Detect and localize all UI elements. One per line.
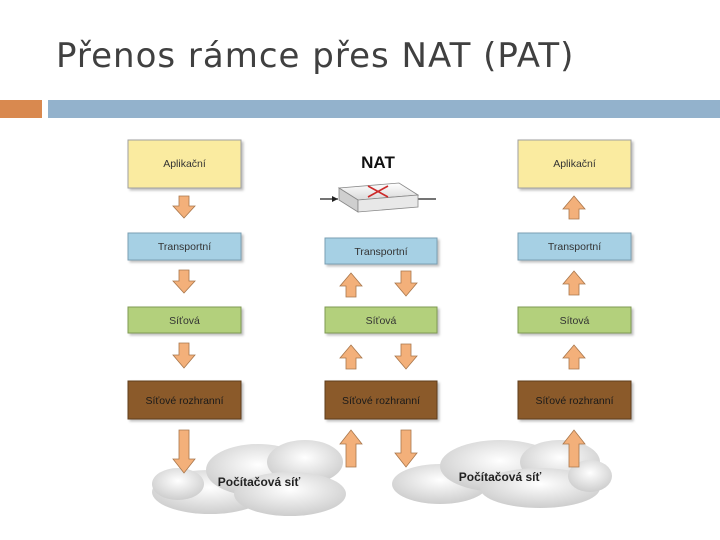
right-interface-box bbox=[517, 380, 632, 420]
left-network-box bbox=[127, 306, 242, 334]
arrows bbox=[172, 195, 586, 474]
left-application-box bbox=[127, 139, 242, 189]
router-icon bbox=[320, 182, 436, 213]
arrow-up-nat-3 bbox=[339, 429, 363, 468]
nat-interface-box bbox=[324, 380, 438, 420]
nat-router: NAT bbox=[320, 153, 436, 213]
left-transport-box bbox=[127, 232, 242, 261]
cloud-right bbox=[392, 440, 612, 508]
right-interface-label: Síťové rozhranní bbox=[535, 395, 613, 407]
left-stack: Aplikační Transportní Síťová Síťové rozh… bbox=[127, 139, 242, 420]
arrow-down-nat-3 bbox=[394, 429, 418, 468]
arrow-up-nat-2 bbox=[339, 344, 363, 370]
right-transport-label: Transportní bbox=[548, 241, 601, 253]
cloud-right-label: Počítačová síť bbox=[459, 470, 542, 484]
arrow-down-left-1 bbox=[172, 195, 196, 219]
nat-transport-label: Transportní bbox=[354, 246, 407, 258]
title-accent-blue bbox=[48, 100, 720, 118]
slide-title: Přenos rámce přes NAT (PAT) bbox=[56, 36, 575, 76]
right-network-label: Sítová bbox=[560, 315, 590, 327]
nat-label: NAT bbox=[361, 153, 395, 172]
nat-interface-label: Síťové rozhranní bbox=[342, 395, 420, 407]
arrow-up-right-3 bbox=[562, 344, 586, 370]
left-transport-label: Transportní bbox=[158, 241, 211, 253]
arrow-down-nat-2 bbox=[394, 343, 418, 370]
arrow-up-right-4 bbox=[562, 429, 586, 468]
nat-network-box bbox=[324, 306, 438, 334]
arrow-down-left-2 bbox=[172, 269, 196, 294]
left-network-label: Síťová bbox=[169, 315, 200, 327]
cloud-left bbox=[152, 440, 346, 516]
right-transport-box bbox=[517, 232, 632, 261]
arrow-up-nat-1 bbox=[339, 272, 363, 298]
left-application-label: Aplikační bbox=[163, 158, 206, 170]
arrow-down-nat-1 bbox=[394, 270, 418, 297]
arrow-down-left-4 bbox=[172, 429, 196, 474]
nat-transport-box bbox=[324, 237, 438, 265]
right-application-box bbox=[517, 139, 632, 189]
right-stack: Aplikační Transportní Sítová Síťové rozh… bbox=[517, 139, 632, 420]
left-interface-box bbox=[127, 380, 242, 420]
arrow-up-right-1 bbox=[562, 195, 586, 220]
cloud-left-label: Počítačová síť bbox=[218, 475, 301, 489]
right-application-label: Aplikační bbox=[553, 158, 596, 170]
left-interface-label: Síťové rozhranní bbox=[145, 395, 223, 407]
nat-stack: Transportní Síťová Síťové rozhranní bbox=[324, 237, 438, 420]
right-network-box bbox=[517, 306, 632, 334]
arrow-down-left-3 bbox=[172, 342, 196, 369]
arrow-up-right-2 bbox=[562, 270, 586, 296]
nat-network-label: Síťová bbox=[366, 315, 397, 327]
title-accent-orange bbox=[0, 100, 42, 118]
